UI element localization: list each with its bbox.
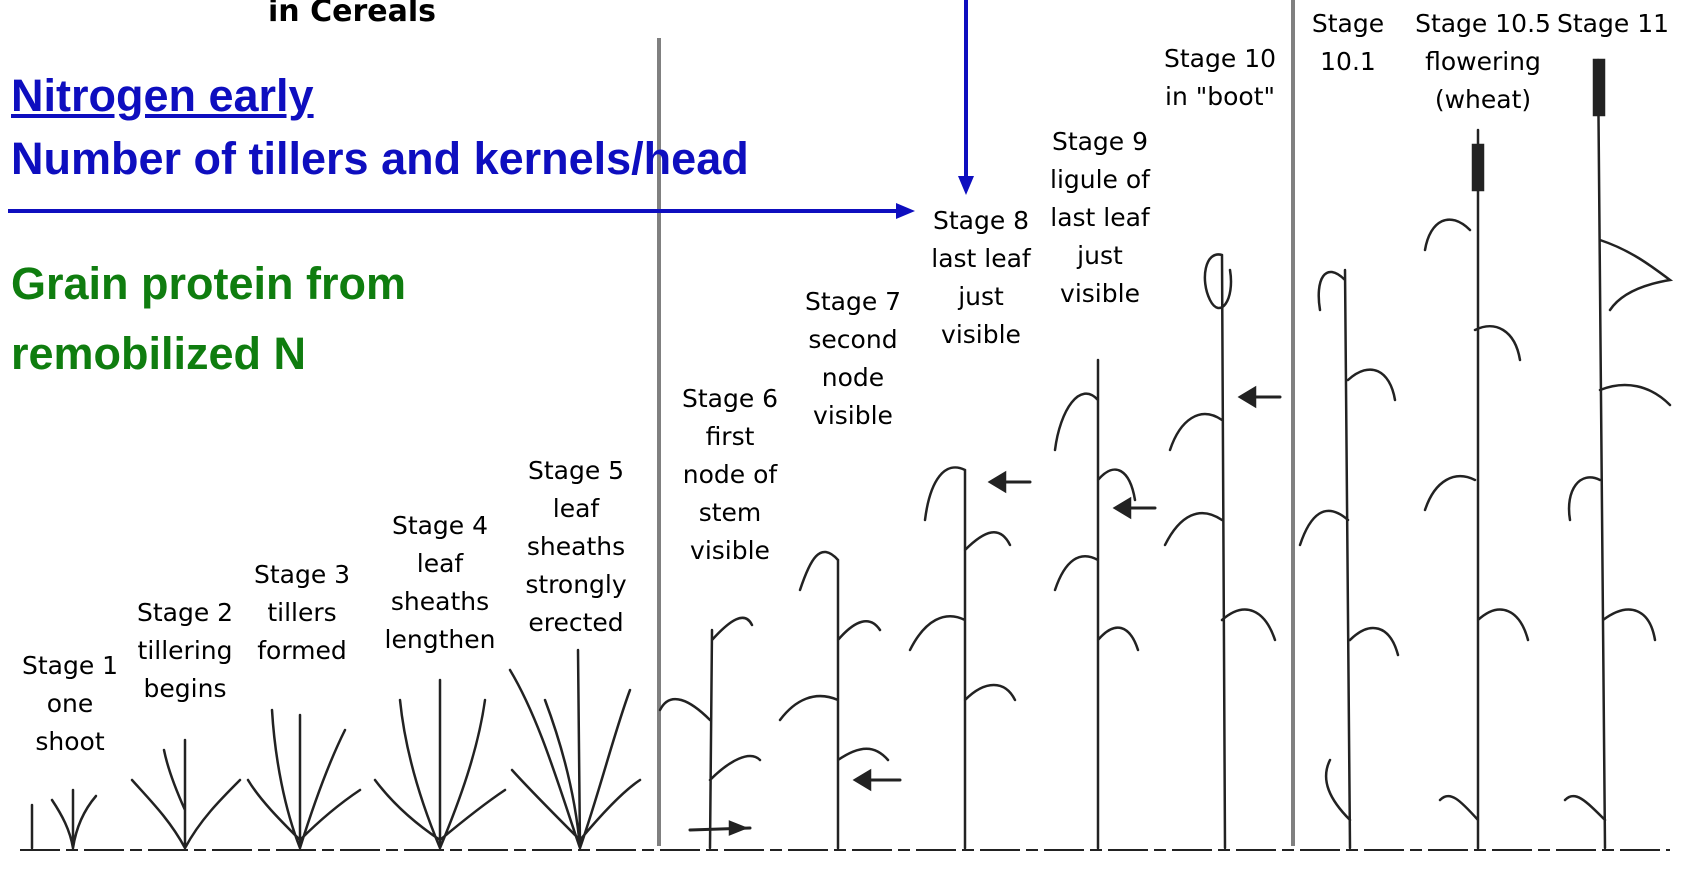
stage-desc: sheaths xyxy=(525,528,626,566)
stage-desc: visible xyxy=(1050,275,1150,313)
stage-desc: leaf xyxy=(385,545,496,583)
stage-6-caption: Stage 6 first node of stem visible xyxy=(682,380,778,570)
stage-desc: strongly xyxy=(525,566,626,604)
stage-8-caption: Stage 8 last leaf just visible xyxy=(931,202,1031,354)
stage-desc: ligule of xyxy=(1050,161,1150,199)
stage-label: Stage 11 xyxy=(1557,5,1669,43)
stage-label: Stage 8 xyxy=(931,202,1031,240)
stage-desc: last leaf xyxy=(1050,199,1150,237)
stage-5-caption: Stage 5 leaf sheaths strongly erected xyxy=(525,452,626,642)
stage-label: Stage 7 xyxy=(805,283,901,321)
stage-7-caption: Stage 7 second node visible xyxy=(805,283,901,435)
stage-desc: flowering xyxy=(1415,43,1551,81)
stage-desc: begins xyxy=(137,670,233,708)
stage-desc: sheaths xyxy=(385,583,496,621)
stage-desc: tillering xyxy=(137,632,233,670)
stage-desc: leaf xyxy=(525,490,626,528)
stage-desc: erected xyxy=(525,604,626,642)
stage-desc: 10.1 xyxy=(1312,43,1384,81)
stage-desc: node of xyxy=(682,456,778,494)
stage-desc: visible xyxy=(805,397,901,435)
stage-desc: in "boot" xyxy=(1164,78,1276,116)
page-title-fragment: in Cereals xyxy=(268,0,436,29)
stage-label: Stage 1 xyxy=(22,647,118,685)
grain-protein-line-2: remobilized N xyxy=(11,328,306,380)
stage-desc: last leaf xyxy=(931,240,1031,278)
stage-desc: first xyxy=(682,418,778,456)
stage-desc: formed xyxy=(254,632,350,670)
stage-3-caption: Stage 3 tillers formed xyxy=(254,556,350,670)
nitrogen-subtitle: Number of tillers and kernels/head xyxy=(11,133,749,185)
stage-desc: lengthen xyxy=(385,621,496,659)
stage-desc: visible xyxy=(931,316,1031,354)
stage-label: Stage 4 xyxy=(385,507,496,545)
stage-label: Stage 10 xyxy=(1164,40,1276,78)
stage-label: Stage 10.5 xyxy=(1415,5,1551,43)
stage-label: Stage 2 xyxy=(137,594,233,632)
stage-desc: second xyxy=(805,321,901,359)
stage-label: Stage 9 xyxy=(1050,123,1150,161)
stage-desc: stem xyxy=(682,494,778,532)
stage-10-1-caption: Stage 10.1 xyxy=(1312,5,1384,81)
stage-desc: just xyxy=(1050,237,1150,275)
stage-label: Stage 3 xyxy=(254,556,350,594)
stage-desc: visible xyxy=(682,532,778,570)
stage-2-caption: Stage 2 tillering begins xyxy=(137,594,233,708)
stage-label: Stage 5 xyxy=(525,452,626,490)
stage-11-caption: Stage 11 xyxy=(1557,5,1669,43)
stage-desc: node xyxy=(805,359,901,397)
nitrogen-early-heading: Nitrogen early xyxy=(11,70,314,122)
grain-protein-line-1: Grain protein from xyxy=(11,258,406,310)
stage-1-caption: Stage 1 one shoot xyxy=(22,647,118,761)
vertical-arrow-head xyxy=(958,176,974,195)
horizontal-arrow-head xyxy=(896,203,915,219)
stage-desc: (wheat) xyxy=(1415,81,1551,119)
stage-9-caption: Stage 9 ligule of last leaf just visible xyxy=(1050,123,1150,313)
stage-10-caption: Stage 10 in "boot" xyxy=(1164,40,1276,116)
stage-10-5-caption: Stage 10.5 flowering (wheat) xyxy=(1415,5,1551,119)
stage-label: Stage 6 xyxy=(682,380,778,418)
stage-label: Stage xyxy=(1312,5,1384,43)
stage-4-caption: Stage 4 leaf sheaths lengthen xyxy=(385,507,496,659)
stage-desc: shoot xyxy=(22,723,118,761)
stage-desc: tillers xyxy=(254,594,350,632)
stage-desc: just xyxy=(931,278,1031,316)
stage-desc: one xyxy=(22,685,118,723)
